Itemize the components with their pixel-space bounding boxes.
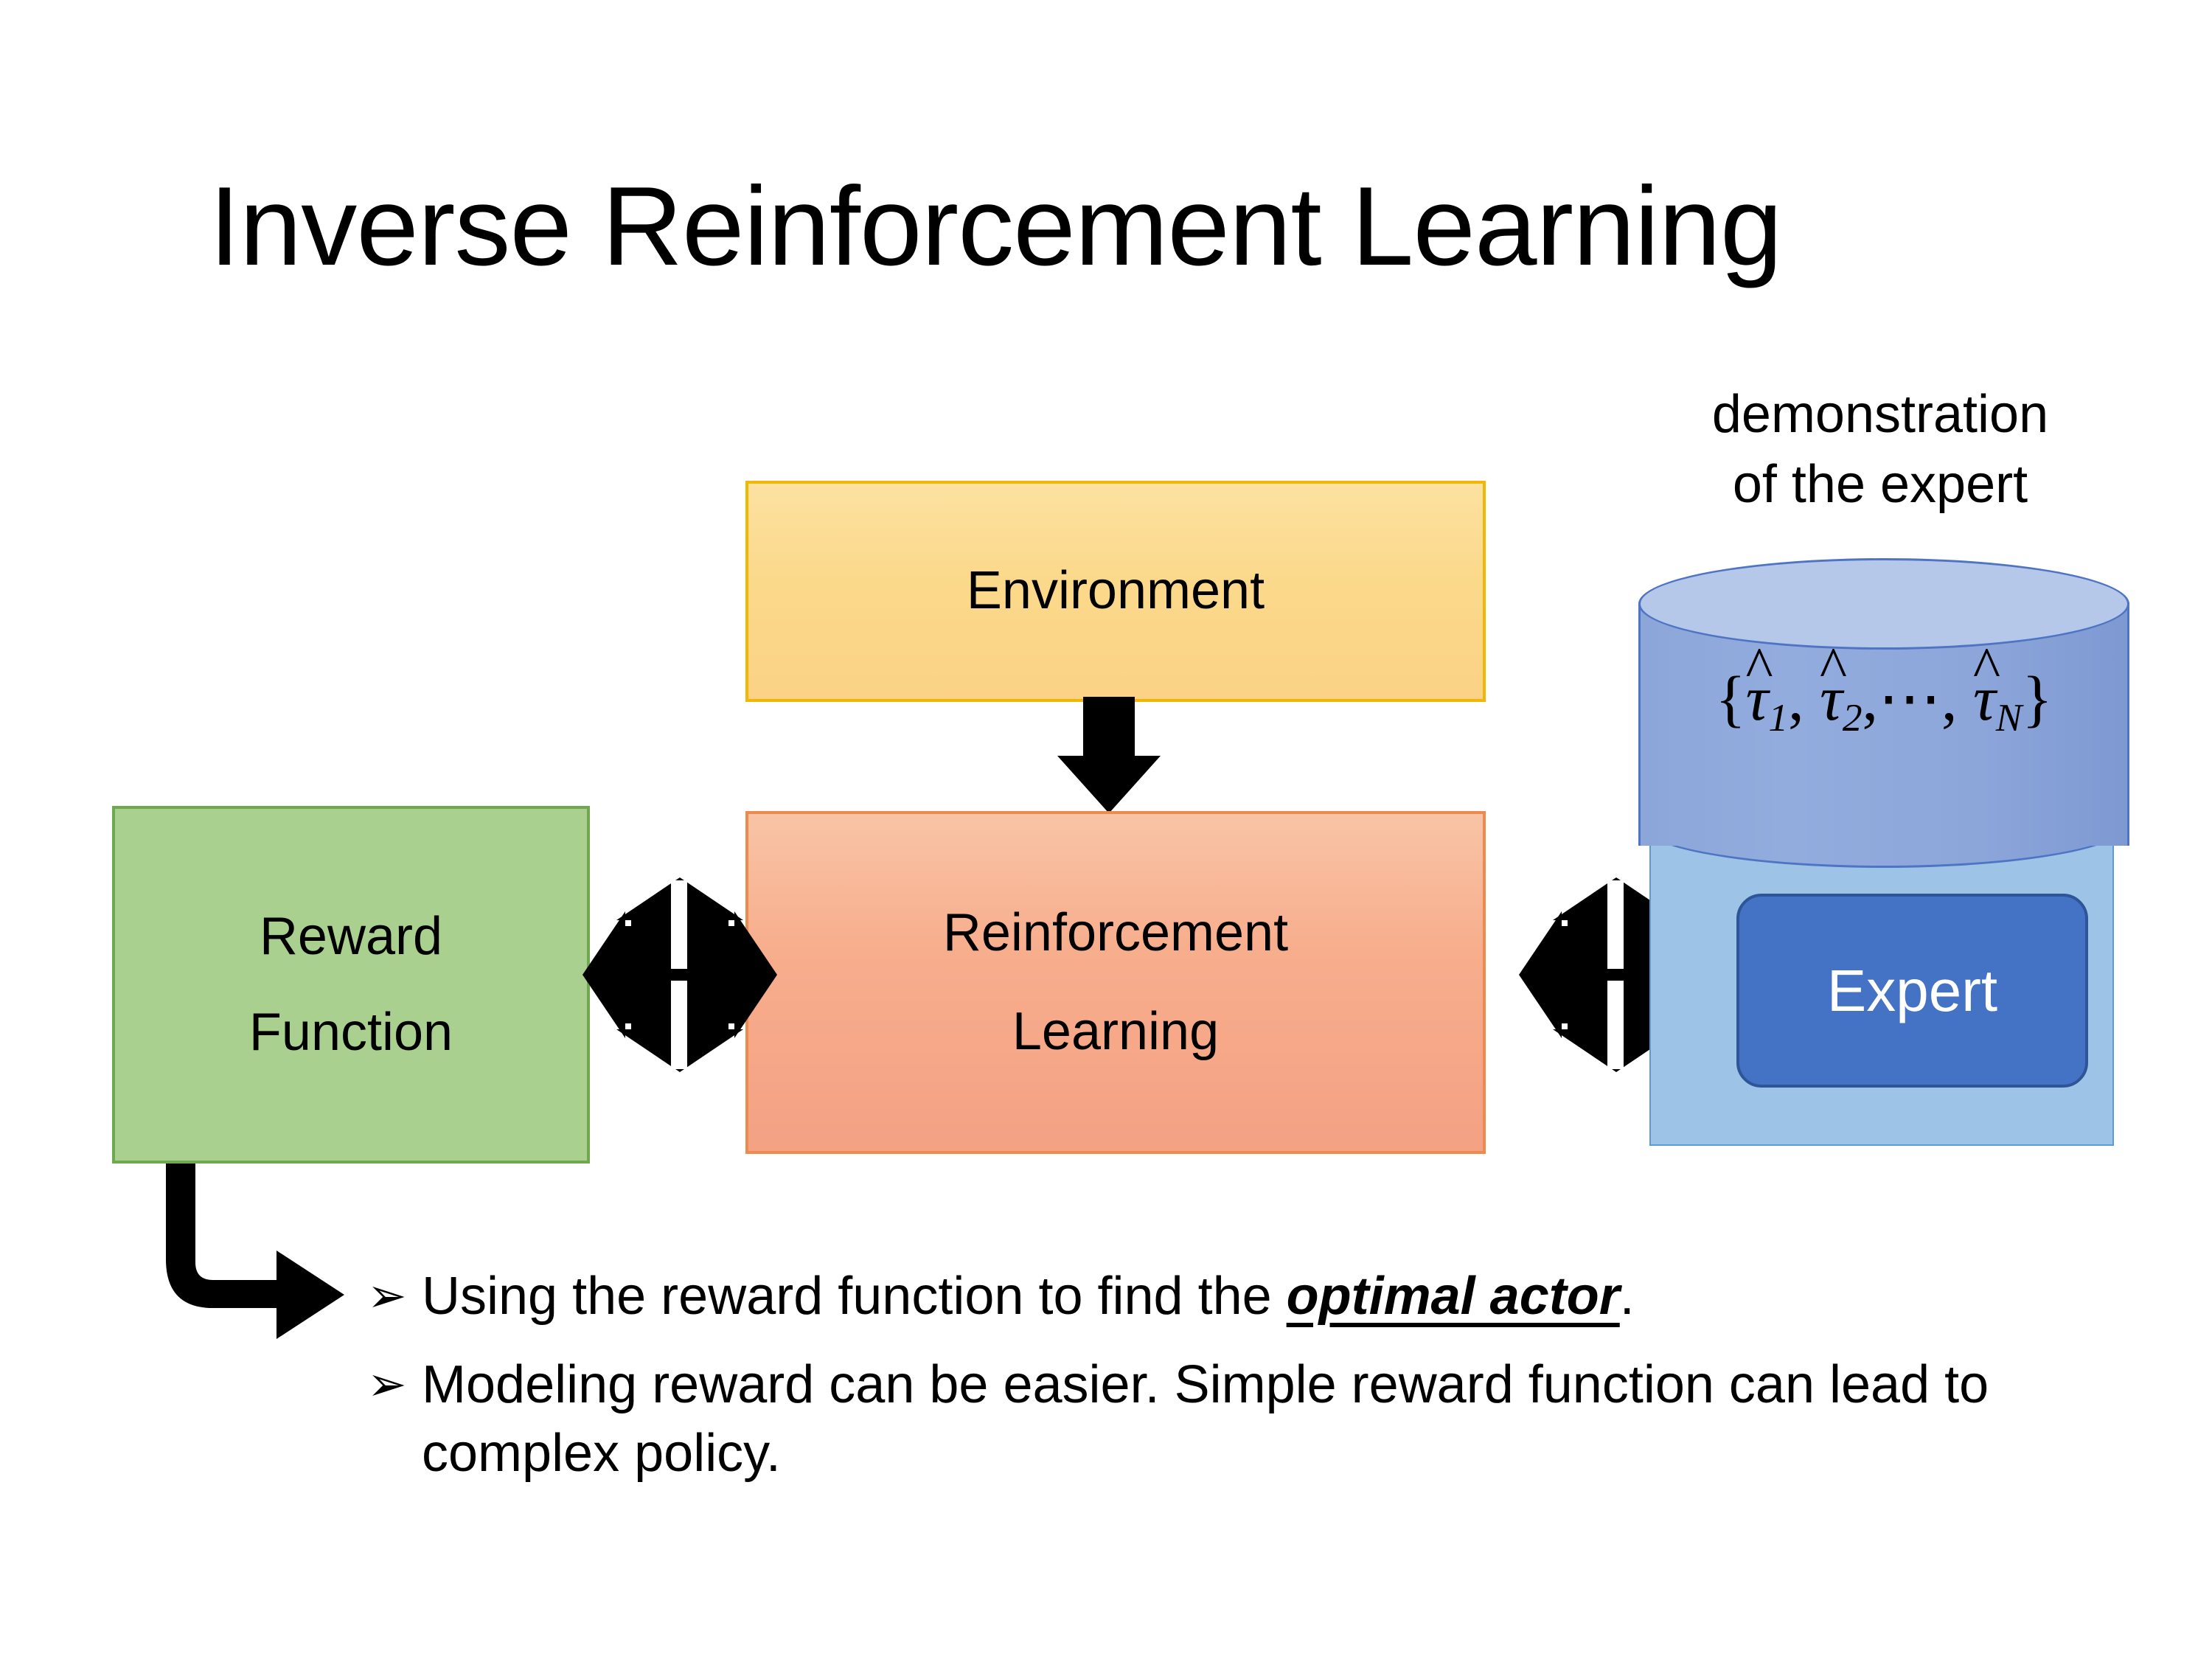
formula-comma-1: , bbox=[1788, 663, 1804, 734]
trajectory-set-formula: {^τ1, ^τ2,⋯, ^τN} bbox=[1638, 636, 2129, 740]
formula-sub-n: N bbox=[1995, 695, 2023, 740]
node-environment[interactable]: Environment bbox=[745, 481, 1486, 702]
tau-glyph-n: τ bbox=[1973, 663, 1996, 734]
node-rl-label-line1: Reinforcement bbox=[942, 902, 1289, 962]
node-rl-label-line2: Learning bbox=[1012, 1001, 1220, 1061]
node-demonstration-cylinder[interactable]: {^τ1, ^τ2,⋯, ^τN} bbox=[1638, 558, 2129, 868]
formula-sub-1: 1 bbox=[1768, 695, 1789, 740]
node-expert[interactable]: Expert bbox=[1736, 894, 2088, 1088]
reward-to-bullets-elbow-arrow-icon bbox=[166, 1164, 344, 1339]
formula-comma-3: , bbox=[1941, 663, 1958, 734]
tau-glyph-2: τ bbox=[1820, 663, 1843, 734]
bullet-marker-icon: ➢ bbox=[367, 1357, 407, 1411]
node-environment-label: Environment bbox=[966, 561, 1265, 621]
bullet-1-suffix: . bbox=[1619, 1267, 1635, 1326]
formula-sub-2: 2 bbox=[1842, 695, 1863, 740]
environment-to-rl-arrow-icon bbox=[1057, 697, 1161, 813]
formula-open-brace: { bbox=[1715, 663, 1746, 734]
formula-tau-1: ^τ bbox=[1745, 636, 1773, 735]
node-reward-label-line1: Reward bbox=[259, 906, 443, 966]
bullet-1-emphasis: optimal actor bbox=[1286, 1267, 1620, 1326]
bullet-text-1: Using the reward function to find the op… bbox=[422, 1262, 2063, 1332]
list-item: ➢ Modeling reward can be easier. Simple … bbox=[367, 1351, 2063, 1489]
bullet-marker-icon: ➢ bbox=[367, 1269, 407, 1322]
demonstration-caption-line2: of the expert bbox=[1732, 455, 2028, 515]
list-item: ➢ Using the reward function to find the … bbox=[367, 1262, 2063, 1332]
formula-close-brace: } bbox=[2022, 663, 2053, 734]
cylinder-top-ellipse bbox=[1638, 558, 2129, 650]
tau-glyph-1: τ bbox=[1745, 663, 1769, 734]
hat-accent-2: ^ bbox=[1819, 635, 1848, 700]
formula-comma-2: , bbox=[1862, 663, 1879, 734]
bullet-1-prefix: Using the reward function to find the bbox=[422, 1267, 1287, 1326]
demonstration-caption-line1: demonstration bbox=[1711, 385, 2049, 444]
formula-tau-n: ^τ bbox=[1973, 636, 2000, 735]
formula-tau-2: ^τ bbox=[1820, 636, 1847, 735]
formula-ellipsis: ⋯ bbox=[1878, 663, 1942, 734]
node-expert-label: Expert bbox=[1826, 957, 1998, 1023]
reward-to-rl-double-arrow-icon bbox=[582, 877, 777, 1072]
bullet-list: ➢ Using the reward function to find the … bbox=[367, 1262, 2063, 1508]
hat-accent-1: ^ bbox=[1745, 635, 1773, 700]
bullet-text-2: Modeling reward can be easier. Simple re… bbox=[422, 1354, 1989, 1484]
node-reinforcement-learning[interactable]: Reinforcement Learning bbox=[745, 811, 1486, 1154]
node-reward-function[interactable]: Reward Function bbox=[112, 806, 590, 1164]
page-title: Inverse Reinforcement Learning bbox=[209, 164, 1783, 289]
demonstration-caption: demonstration of the expert bbox=[1644, 380, 2116, 520]
hat-accent-n: ^ bbox=[1972, 635, 2000, 700]
node-reward-label-line2: Function bbox=[248, 1002, 453, 1062]
